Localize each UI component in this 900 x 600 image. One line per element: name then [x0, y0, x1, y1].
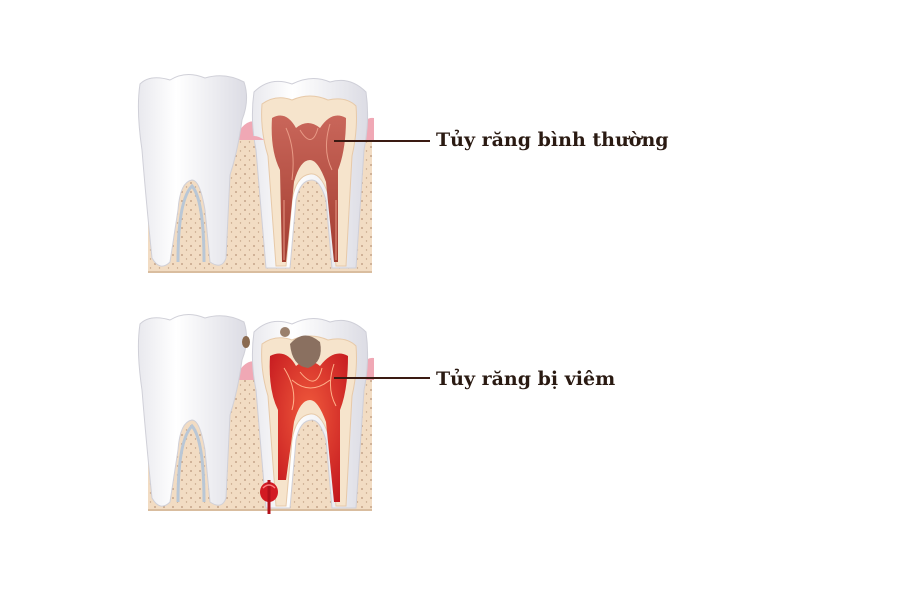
left-molar — [137, 314, 248, 507]
normal-pulp — [271, 115, 346, 263]
inflamed-tooth-illustration — [137, 314, 430, 514]
inflamed-pulp — [269, 353, 348, 502]
label-normal-pulp: Tủy răng bình thường — [436, 129, 669, 151]
tooth-cavity — [290, 335, 321, 368]
normal-tooth-illustration — [137, 74, 430, 273]
left-molar — [137, 74, 248, 267]
label-inflamed-pulp: Tủy răng bị viêm — [436, 368, 616, 390]
